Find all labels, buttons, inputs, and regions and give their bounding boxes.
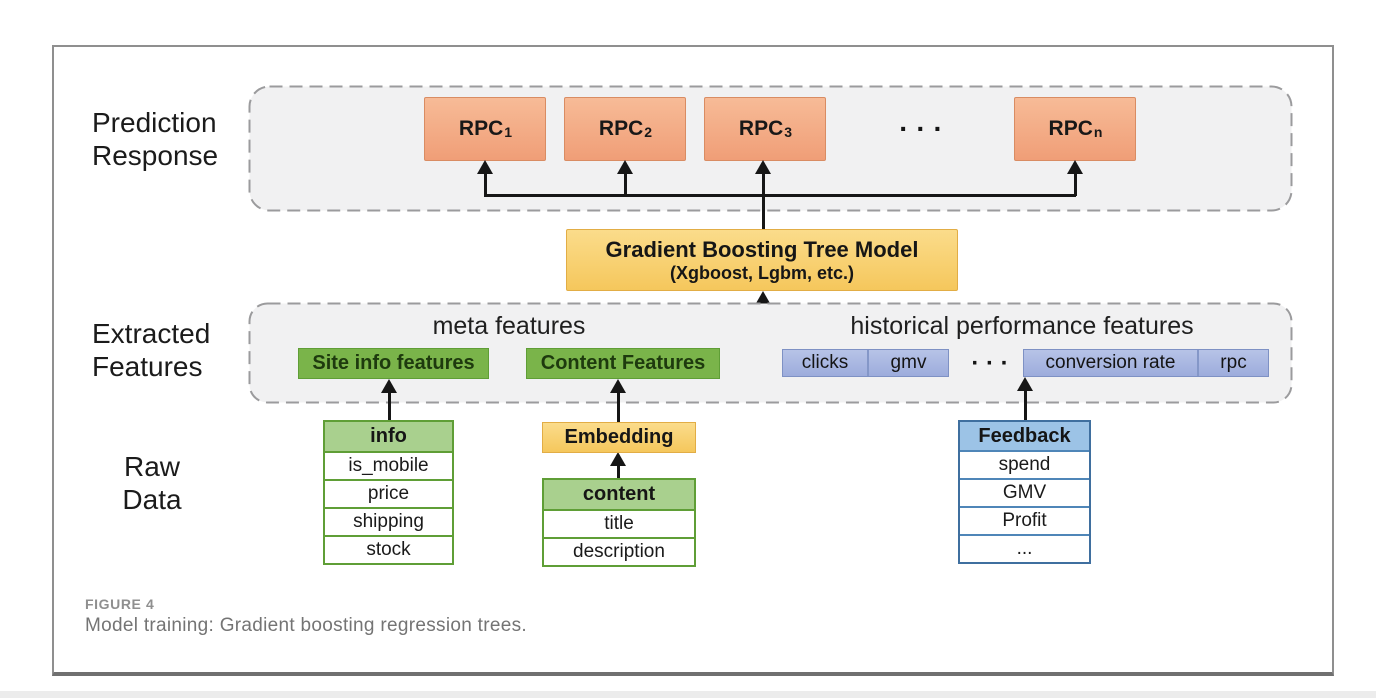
historical-ellipsis: · · · [971,350,1009,377]
historical-features-title: historical performance features [850,312,1194,340]
content-features-box: Content Features [526,348,720,379]
model-box-subtitle: (Xgboost, Lgbm, etc.) [670,262,854,283]
rpc2-label: RPC [598,117,644,140]
feedback-row-gmv: GMV [960,478,1089,506]
meta-features-title: meta features [432,312,586,340]
feedback-table: Feedback spend GMV Profit ... [958,420,1091,564]
connector-stub-rpc2 [624,173,627,196]
clicks-cell: clicks [801,352,849,373]
conversion-rate-cell: conversion rate [1045,352,1176,373]
info-table-header: info [325,422,452,451]
content-row-description: description [544,537,694,565]
rpc-cell: rpc [1197,350,1268,376]
rpc1-subscript: 1 [504,124,513,140]
raw-data-label: Raw Data [96,450,208,516]
connector-embedding-to-content-features [617,392,620,422]
connector-stub-rpcn [1074,173,1077,196]
arrowhead-embedding [610,452,626,466]
info-row-stock: stock [325,535,452,563]
arrowhead-model [755,291,771,305]
site-info-features-box: Site info features [298,348,489,379]
feedback-row-spend: spend [960,450,1089,478]
gradient-boosting-model-box: Gradient Boosting Tree Model (Xgboost, L… [566,229,958,291]
rpc1-label: RPC [458,117,504,140]
rpc-ellipsis: · · · [899,113,943,144]
raw-label-line2: Data [122,484,182,515]
info-row-shipping: shipping [325,507,452,535]
info-table: info is_mobile price shipping stock [323,420,454,565]
arrowhead-conversion-rate [1017,377,1033,391]
rpc2-subscript: 2 [644,124,653,140]
info-row-is-mobile: is_mobile [325,451,452,479]
content-row-title: title [544,509,694,537]
connector-model-to-rpc3 [762,173,765,231]
connector-content-to-embedding [617,465,620,478]
connector-stub-rpc1 [484,173,487,196]
connector-info-to-siteinfo [388,392,391,420]
arrowhead-rpc2 [617,160,633,174]
conversion-rpc-group: conversion rate rpc [1023,349,1269,377]
rpc3-subscript: 3 [784,124,793,140]
gmv-cell: gmv [867,350,948,376]
prediction-label-line2: Response [92,140,219,171]
prediction-response-label: Prediction Response [92,106,218,172]
model-box-title: Gradient Boosting Tree Model [605,236,919,262]
figure-caption-text: Model training: Gradient boosting regres… [85,615,527,636]
arrowhead-content-features [610,379,626,393]
figure-number-label: FIGURE 4 [85,596,155,612]
extracted-label-line1: Extracted [92,318,211,349]
feedback-table-header: Feedback [960,422,1089,450]
arrowhead-site-info [381,379,397,393]
feedback-row-ellipsis: ... [960,534,1089,562]
feedback-row-profit: Profit [960,506,1089,534]
info-row-price: price [325,479,452,507]
arrowhead-rpc3 [755,160,771,174]
page-edge-strip [0,691,1376,698]
extracted-label-line2: Features [92,351,203,382]
rpcn-label: RPC [1048,117,1093,140]
rpc3-label: RPC [738,117,784,140]
rpcn-subscript: n [1093,124,1103,140]
arrowhead-rpcn [1067,160,1083,174]
embedding-box: Embedding [542,422,696,453]
prediction-label-line1: Prediction [92,107,217,138]
arrowhead-rpc1 [477,160,493,174]
connector-bus-line [484,194,1076,197]
raw-label-line1: Raw [123,451,180,482]
clicks-gmv-group: clicks gmv [782,349,949,377]
content-table-header: content [544,480,694,509]
connector-feedback-to-conversion [1024,390,1027,420]
extracted-features-label: Extracted Features [92,317,210,383]
content-table: content title description [542,478,696,567]
